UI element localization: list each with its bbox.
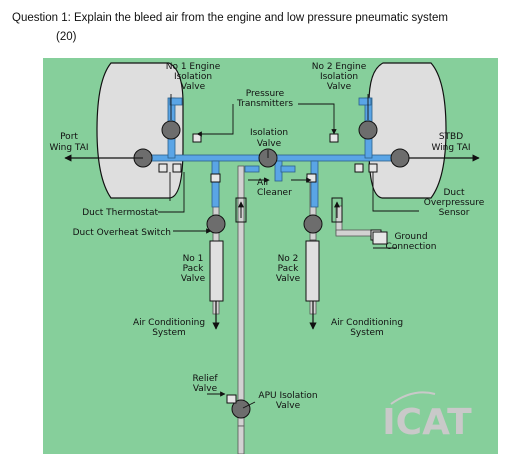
label-ground-2: Connection bbox=[386, 242, 437, 252]
labels: No 1 Engine Isolation Valve No 2 Engine … bbox=[49, 62, 484, 411]
label-pack2-3: Valve bbox=[276, 274, 301, 284]
label-ac2-1: Air Conditioning bbox=[331, 318, 403, 328]
label-duct-overheat: Duct Overheat Switch bbox=[73, 228, 171, 238]
label-dop-3: Sensor bbox=[439, 208, 470, 218]
label-apu-2: Valve bbox=[276, 401, 301, 411]
pack-1-valve bbox=[206, 214, 226, 234]
label-pack2-2: Pack bbox=[278, 264, 299, 274]
air-cleaner-arrows bbox=[235, 197, 343, 223]
label-air-2: Cleaner bbox=[257, 188, 292, 198]
apu-isolation-valve bbox=[231, 399, 251, 419]
label-eng2-1: No 2 Engine bbox=[312, 62, 367, 72]
label-ac2-2: System bbox=[350, 328, 384, 338]
label-pack1-1: No 1 bbox=[183, 254, 204, 264]
label-iso-2: Valve bbox=[257, 139, 282, 149]
icat-logo-swoosh bbox=[390, 391, 436, 405]
label-eng1-2: Isolation bbox=[174, 72, 212, 82]
pneumatic-system-diagram: No 1 Engine Isolation Valve No 2 Engine … bbox=[43, 58, 498, 454]
ground-connection-port bbox=[372, 231, 388, 245]
label-relief-2: Valve bbox=[193, 384, 218, 394]
label-pt-2: Transmitters bbox=[236, 99, 293, 109]
label-iso-1: Isolation bbox=[250, 128, 288, 138]
stbd-tai-valve bbox=[390, 148, 410, 168]
label-eng2-2: Isolation bbox=[320, 72, 358, 82]
leader-lines bbox=[94, 94, 419, 409]
label-eng1-3: Valve bbox=[181, 82, 206, 92]
label-ac1-1: Air Conditioning bbox=[133, 318, 205, 328]
label-duct-thermostat: Duct Thermostat bbox=[82, 208, 158, 218]
label-ac1-2: System bbox=[152, 328, 186, 338]
label-eng1-1: No 1 Engine bbox=[166, 62, 221, 72]
label-pack1-2: Pack bbox=[183, 264, 204, 274]
engine-1-isolation-valve bbox=[161, 120, 181, 140]
label-dop-1: Duct bbox=[443, 188, 465, 198]
label-pack1-3: Valve bbox=[181, 274, 206, 284]
question-text: Question 1: Explain the bleed air from t… bbox=[12, 12, 448, 24]
icat-logo: ICAT bbox=[382, 402, 472, 443]
label-air-1: Air bbox=[257, 178, 270, 188]
label-dop-2: Overpressure bbox=[424, 198, 485, 208]
label-relief-1: Relief bbox=[192, 374, 218, 384]
label-pt-1: Pressure bbox=[246, 89, 285, 99]
label-ground-1: Ground bbox=[394, 232, 427, 242]
label-stbd-2: Wing TAI bbox=[431, 143, 470, 153]
engine-2-nacelle bbox=[368, 62, 447, 199]
engine-2-isolation-valve bbox=[358, 120, 378, 140]
question-marks: (20) bbox=[56, 31, 77, 43]
label-pack2-1: No 2 bbox=[278, 254, 299, 264]
pack-2-valve bbox=[303, 214, 323, 234]
label-apu-1: APU Isolation bbox=[258, 391, 317, 401]
label-port-1: Port bbox=[60, 132, 78, 142]
label-stbd-1: STBD bbox=[439, 132, 463, 142]
label-eng2-3: Valve bbox=[327, 82, 352, 92]
label-port-2: Wing TAI bbox=[49, 143, 88, 153]
